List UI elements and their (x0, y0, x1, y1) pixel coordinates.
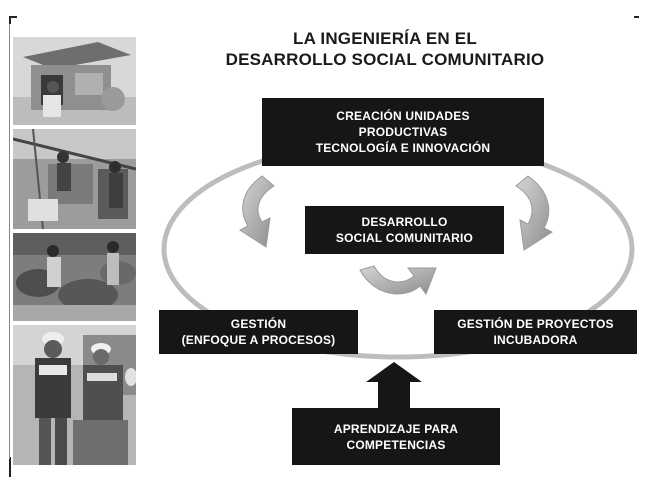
photo-garden (13, 233, 136, 321)
box-top-line-1: CREACIÓN UNIDADES (336, 109, 470, 123)
left-border-line (9, 24, 10, 459)
crop-mark-bottom-left (9, 457, 11, 477)
curved-arrow-left (238, 175, 275, 248)
curved-arrow-right (515, 175, 554, 251)
curved-arrow-center (359, 265, 437, 296)
up-arrow (366, 362, 422, 408)
box-center-line-2: SOCIAL COMUNITARIO (335, 231, 474, 245)
box-top-line-3: TECNOLOGÍA E INNOVACIÓN (315, 141, 491, 155)
photo-shack (13, 37, 136, 125)
crop-mark-top-left-h (9, 16, 17, 18)
page-title: LA INGENIERÍA EN EL DESARROLLO SOCIAL CO… (205, 28, 565, 70)
box-left-line-2: (ENFOQUE A PROCESOS) (181, 333, 336, 347)
box-bottom-line-2: COMPETENCIAS (346, 437, 446, 452)
box-center-line-1: DESARROLLO (361, 215, 448, 229)
box-gestion-procesos: GESTIÓN (ENFOQUE A PROCESOS) (159, 310, 358, 354)
photo-strip (13, 37, 136, 465)
box-bottom-line-1: APRENDIZAJE PARA (333, 421, 459, 436)
photo-construction-workers (13, 129, 136, 229)
box-gestion-proyectos: GESTIÓN DE PROYECTOS INCUBADORA (434, 310, 637, 354)
crop-mark-top-right (634, 16, 639, 18)
box-left-line-1: GESTIÓN (230, 317, 287, 331)
title-line-1: LA INGENIERÍA EN EL (293, 29, 477, 48)
crop-mark-top-left-v (9, 16, 11, 24)
box-desarrollo-social: DESARROLLO SOCIAL COMUNITARIO (305, 206, 504, 254)
box-aprendizaje: APRENDIZAJE PARA COMPETENCIAS (292, 408, 500, 465)
box-creacion-unidades: CREACIÓN UNIDADES PRODUCTIVAS TECNOLOGÍA… (262, 98, 544, 166)
box-right-line-2: INCUBADORA (493, 333, 578, 347)
box-top-line-2: PRODUCTIVAS (358, 125, 448, 139)
photo-workers-helmets (13, 325, 136, 465)
box-right-line-1: GESTIÓN DE PROYECTOS (457, 317, 614, 331)
title-line-2: DESARROLLO SOCIAL COMUNITARIO (225, 50, 545, 69)
